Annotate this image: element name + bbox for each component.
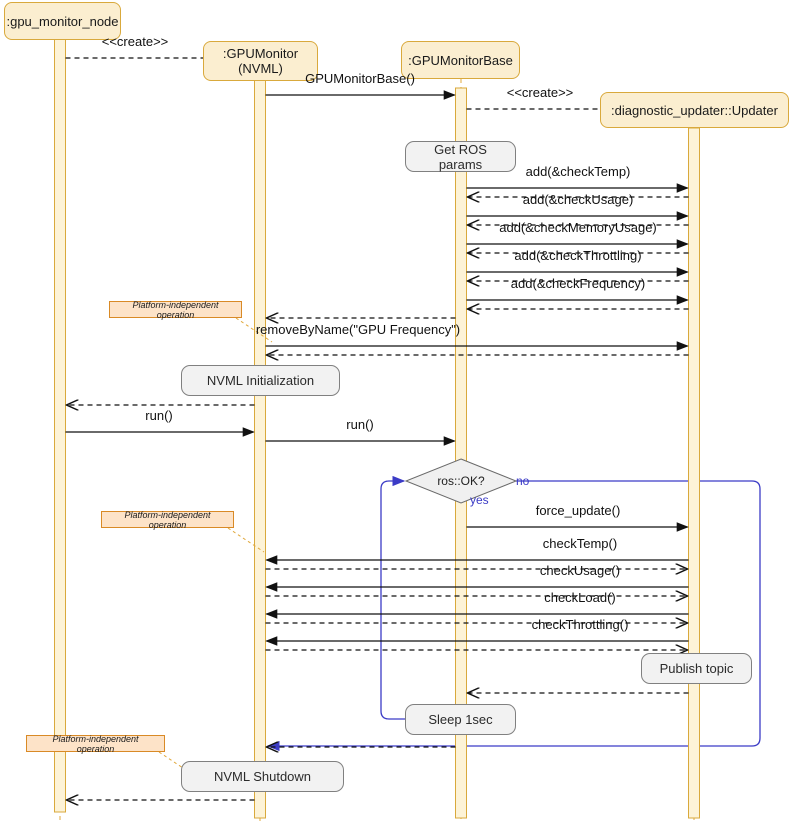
- loop-edge: [380, 475, 406, 720]
- message-label-checktemp: checkTemp(): [542, 536, 618, 551]
- message-label-add-checkthrottle: add(&checkThrottling): [514, 248, 642, 263]
- platform-label-connector-2: [227, 527, 265, 553]
- note-nvml-initialization[interactable]: NVML Initialization: [181, 365, 340, 396]
- note-nvml-shutdown[interactable]: NVML Shutdown: [181, 761, 344, 792]
- decision-branch-no: no: [516, 474, 530, 488]
- message-label-create-updater: <<create>>: [506, 85, 574, 100]
- note-publish-topic[interactable]: Publish topic: [641, 653, 752, 684]
- message-label-add-checktemp: add(&checkTemp): [525, 164, 631, 179]
- activation-bar-nvml: [254, 77, 266, 819]
- decision-diamond-ros-ok[interactable]: [404, 458, 518, 504]
- note-get-ros-params[interactable]: Get ROS params: [405, 141, 516, 172]
- note-sleep-1sec[interactable]: Sleep 1sec: [405, 704, 516, 735]
- participant-base[interactable]: :GPUMonitorBase: [401, 41, 520, 79]
- message-label-checkload: checkLoad(): [544, 590, 616, 605]
- participant-node[interactable]: :gpu_monitor_node: [4, 2, 121, 40]
- message-label-checkthrottling: checkThrottling(): [531, 617, 629, 632]
- activation-bar-updater: [688, 127, 700, 819]
- message-label-run-node: run(): [145, 408, 173, 423]
- decision-branch-yes: yes: [470, 493, 489, 507]
- platform-independent-label-3[interactable]: Platform-independent operation: [26, 734, 165, 754]
- message-label-run-base: run(): [346, 417, 374, 432]
- message-label-removebyname: removeByName("GPU Frequency"): [255, 322, 461, 337]
- message-label-add-checkmemory: add(&checkMemoryUsage): [499, 220, 657, 235]
- platform-independent-label-1[interactable]: Platform-independent operation: [109, 300, 242, 320]
- message-label-force-update: force_update(): [535, 503, 621, 518]
- participant-nvml[interactable]: :GPUMonitor (NVML): [203, 41, 318, 81]
- message-label-add-checkusage: add(&checkUsage): [522, 192, 634, 207]
- activation-bar-node: [54, 37, 66, 813]
- loop-edge: [266, 480, 761, 752]
- platform-independent-label-2[interactable]: Platform-independent operation: [101, 510, 234, 530]
- participant-updater[interactable]: :diagnostic_updater::Updater: [600, 92, 789, 128]
- message-label-checkusage: checkUsage(): [539, 563, 621, 578]
- message-label-create-gpumonitor: <<create>>: [101, 34, 169, 49]
- message-label-gpumonitorbase: GPUMonitorBase(): [305, 71, 415, 86]
- message-label-add-checkfreq: add(&checkFrequency): [510, 276, 646, 291]
- decision-label: ros::OK?: [437, 474, 485, 488]
